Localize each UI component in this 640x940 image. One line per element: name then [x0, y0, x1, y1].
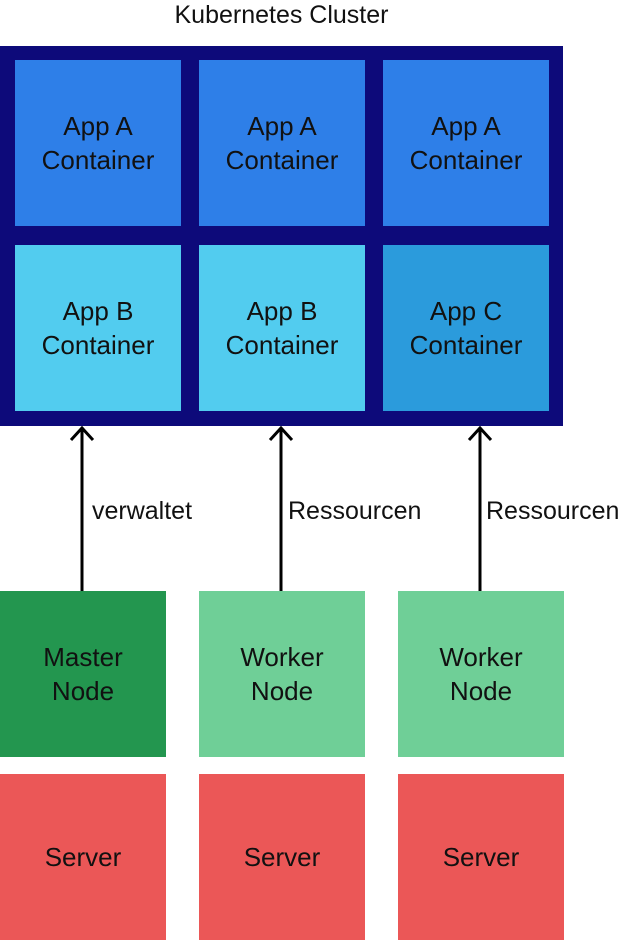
container-label-line1: App A — [63, 111, 133, 141]
container-label-line2: Container — [225, 330, 339, 360]
arrow-label-verwaltet: verwaltet — [92, 497, 193, 525]
container-label-line1: App A — [247, 111, 317, 141]
container-app-b-2: App B Container — [199, 245, 365, 411]
container-label-line1: App A — [431, 111, 501, 141]
server-label: Server — [442, 842, 520, 872]
server-2: Server — [199, 774, 365, 940]
node-label-line2: Node — [51, 676, 115, 706]
node-label-line1: Worker — [439, 642, 523, 672]
server-label: Server — [44, 842, 122, 872]
container-label-line1: App B — [246, 296, 318, 326]
server-3: Server — [398, 774, 564, 940]
arrow-worker1-to-cluster — [268, 425, 294, 591]
container-label-line2: Container — [41, 145, 155, 175]
container-app-b-1: App B Container — [15, 245, 181, 411]
arrow-label-ressourcen-2: Ressourcen — [486, 497, 620, 525]
node-label-line2: Node — [250, 676, 314, 706]
arrow-worker2-to-cluster — [467, 425, 493, 591]
container-app-a-3: App A Container — [383, 60, 549, 226]
cluster-title: Kubernetes Cluster — [174, 1, 389, 29]
arrow-master-to-cluster — [69, 425, 95, 591]
container-label-line2: Container — [409, 330, 523, 360]
node-label-line1: Worker — [240, 642, 324, 672]
container-app-c: App C Container — [383, 245, 549, 411]
container-app-a-2: App A Container — [199, 60, 365, 226]
container-label-line2: Container — [225, 145, 339, 175]
container-label-line2: Container — [409, 145, 523, 175]
server-label: Server — [243, 842, 321, 872]
container-app-a-1: App A Container — [15, 60, 181, 226]
container-label-line2: Container — [41, 330, 155, 360]
kubernetes-cluster: App A Container App A Container App A Conta… — [0, 46, 563, 426]
node-label-line2: Node — [449, 676, 513, 706]
container-label-line1: App B — [62, 296, 134, 326]
arrow-label-ressourcen-1: Ressourcen — [288, 497, 422, 525]
container-label-line1: App C — [429, 296, 503, 326]
node-label-line1: Master — [43, 642, 123, 672]
server-1: Server — [0, 774, 166, 940]
